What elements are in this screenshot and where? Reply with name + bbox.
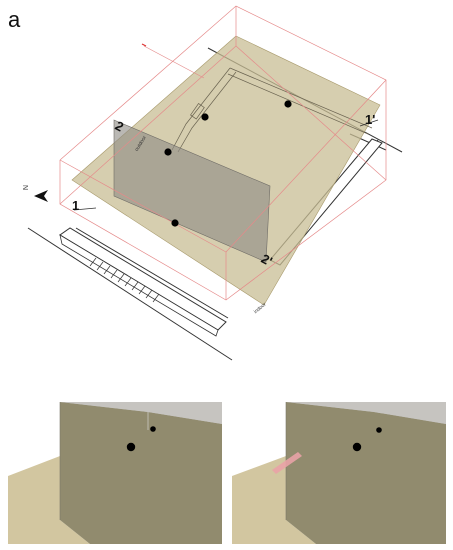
point-c-small	[376, 427, 382, 433]
section-mark-1-prime: 1'	[365, 112, 375, 127]
red-dot-mark	[141, 43, 147, 47]
indoor-label: indoor	[253, 301, 268, 315]
points	[164, 100, 292, 227]
point-2	[201, 113, 209, 121]
cut-marker	[272, 452, 302, 474]
point-4	[171, 219, 179, 227]
bounding-box	[59, 5, 387, 301]
point-c-large	[352, 442, 362, 452]
panel-letter-a: a	[8, 7, 21, 32]
panel-a: a	[8, 5, 403, 361]
vertical-plane	[113, 119, 271, 263]
section-lines	[73, 119, 379, 211]
point-3	[164, 148, 172, 156]
north-label: N	[21, 185, 28, 190]
wall-band-left	[59, 227, 227, 337]
north-arrow: N	[21, 185, 48, 202]
point-1	[284, 100, 292, 108]
panel-b: b	[8, 402, 222, 544]
section-mark-1: 1	[72, 198, 79, 213]
hatched-section	[89, 257, 160, 303]
panel-c: c	[232, 402, 446, 544]
point-b-small	[150, 426, 156, 432]
north-arrow-icon	[34, 190, 48, 202]
point-b-large	[126, 442, 136, 452]
